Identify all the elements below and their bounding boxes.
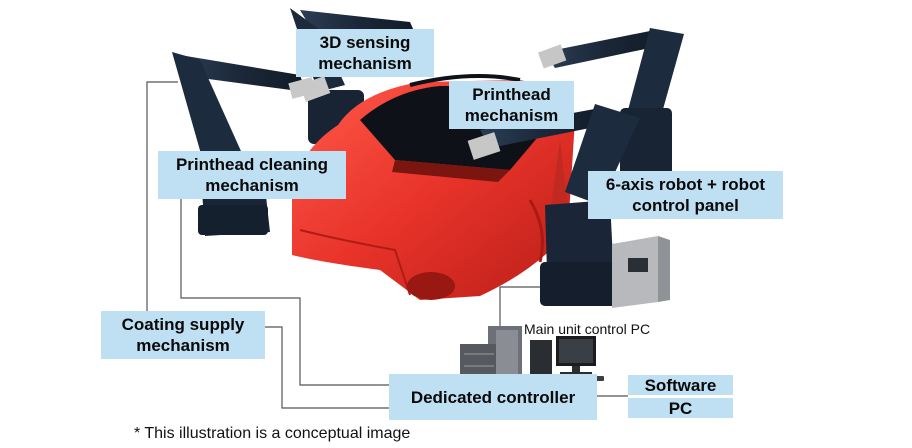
label-dedicated-controller: Dedicated controller [389, 374, 597, 420]
label-software-text: Software [644, 375, 717, 395]
label-printhead-cleaning-mechanism: Printhead cleaning mechanism [158, 151, 346, 199]
robot-control-panel-cabinet [612, 236, 670, 308]
line-coating-to-controller [265, 326, 392, 409]
label-robot-line2: control panel [632, 196, 739, 215]
label-robot-line1: 6-axis robot + robot [605, 175, 766, 194]
label-printhead-line1: Printhead [472, 85, 551, 104]
label-3d-sensing-mechanism: 3D sensing mechanism [296, 29, 434, 77]
line-pc-to-robot-panel [499, 286, 545, 330]
line-coating-to-arm [146, 81, 178, 312]
label-software: Software [628, 375, 733, 395]
label-cleaning-line1: Printhead cleaning [175, 155, 329, 174]
label-pc: PC [628, 398, 733, 418]
line-cleaning-to-controller [180, 196, 392, 386]
label-coating-line2: mechanism [136, 336, 230, 355]
footnote: * This illustration is a conceptual imag… [134, 425, 411, 442]
label-3d-sensing-line2: mechanism [318, 54, 412, 73]
label-coating-supply-mechanism: Coating supply mechanism [101, 311, 265, 359]
label-pc-text: PC [668, 398, 693, 418]
main-unit-control-pc-label: Main unit control PC [524, 321, 651, 337]
label-cleaning-line2: mechanism [205, 176, 299, 195]
label-printhead-mechanism: Printhead mechanism [449, 81, 574, 129]
robot-arm-printhead [537, 28, 684, 188]
label-printhead-line2: mechanism [464, 106, 559, 125]
connector-lines [146, 81, 628, 409]
label-controller-text: Dedicated controller [410, 387, 576, 407]
label-coating-line1: Coating supply [121, 315, 245, 334]
label-6-axis-robot: 6-axis robot + robot control panel [588, 171, 783, 219]
label-3d-sensing-line1: 3D sensing [319, 33, 411, 52]
